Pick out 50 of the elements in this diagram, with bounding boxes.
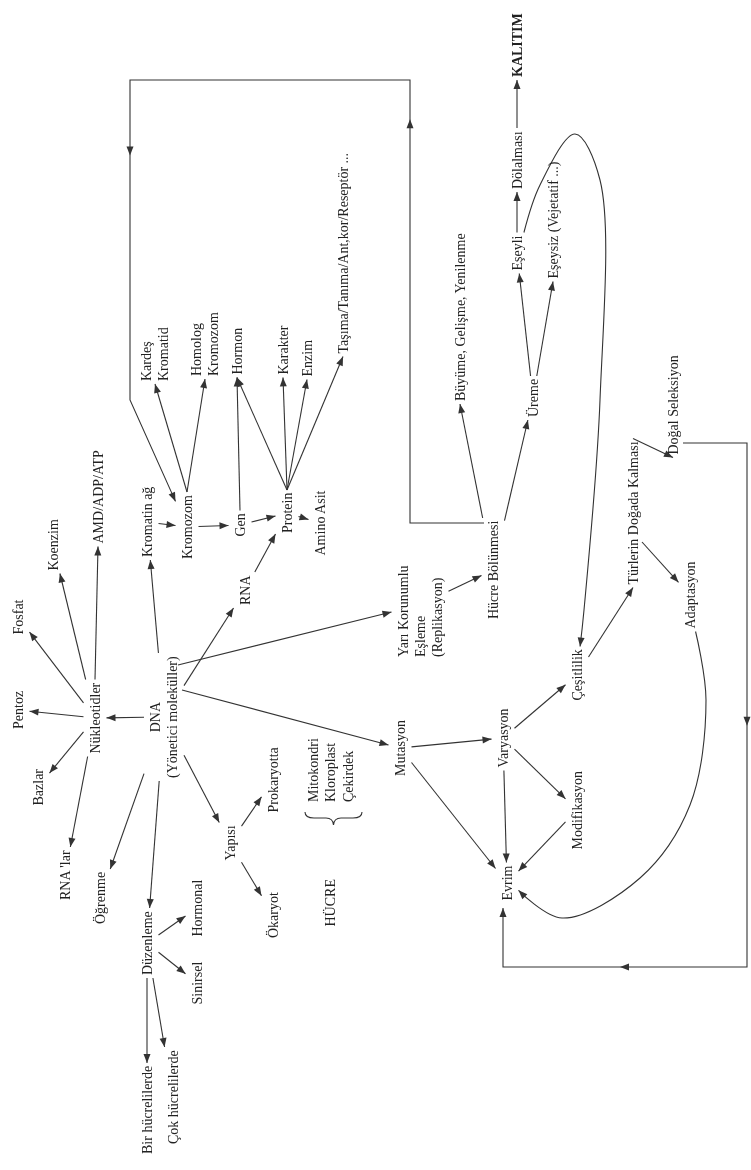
concept-label: Amino Asit: [311, 490, 329, 556]
concept-label: Doğal Seleksiyon: [664, 355, 682, 455]
concept-label: Kardeş Kromatid: [138, 319, 172, 381]
concept-label: Öğrenme: [91, 871, 109, 924]
concept-label: Hücre Bölünmesi: [484, 520, 502, 619]
concept-label: Nükleotidler: [86, 682, 104, 754]
concept-label: Pentoz: [9, 690, 27, 729]
concept-label: Bazlar: [29, 768, 47, 806]
concept-label: Kromozom: [178, 495, 196, 559]
concept-label: Üreme: [524, 378, 542, 417]
concept-label: Dölalması: [508, 131, 526, 189]
concept-label: Homolog Kromozom: [188, 304, 222, 376]
label-text: Kloroplast: [321, 742, 339, 802]
concept-label: Çok hücrelilerde: [164, 1050, 182, 1144]
concept-label: AMD/ADP/ATP: [89, 450, 107, 544]
concept-label: Adaptasyon: [681, 561, 699, 629]
concept-label: Hormonal: [188, 879, 206, 937]
concept-label: RNA 'lar: [56, 850, 74, 900]
concept-label: RNA: [236, 575, 254, 605]
concept-label: Mutasyon: [391, 720, 409, 776]
concept-label: Düzenleme: [138, 911, 156, 975]
concept-label: Taşıma/Tanıma/Ant,kor/Reseptör ...: [334, 152, 352, 354]
concept-label: Eşeyli: [508, 235, 526, 271]
concept-label: Varyasyon: [494, 708, 512, 768]
concept-label: Kromatin ağ: [138, 486, 156, 557]
concept-label: Prokaryotta: [264, 747, 282, 813]
concept-label: Karakter: [274, 325, 292, 375]
concept-label: DNA: [147, 701, 164, 735]
concept-label: Enzim: [298, 339, 316, 377]
label-text: Çekirdek: [339, 750, 357, 802]
concept-note: (Yönetici moleküller): [164, 656, 181, 778]
concept-label: Türlerin Doğada Kalması: [624, 441, 642, 585]
concept-label: Sinirsel: [188, 961, 206, 1005]
concept-label: Ökaryot: [264, 892, 282, 938]
concept-label: Protein: [278, 492, 296, 533]
label-text: Mitokondri: [304, 738, 322, 802]
concept-label: Koenzim: [44, 519, 62, 571]
concept-label: Yapısı: [221, 825, 239, 861]
label-text: HÜCRE: [321, 879, 339, 927]
concept-label: KALITIM: [508, 13, 526, 77]
concept-label: Büyüme, Gelişme, Yenilenme: [451, 233, 469, 401]
concept-label: Gen: [231, 513, 249, 537]
concept-label: Fosfat: [9, 599, 27, 635]
concept-label: Modifikasyon: [568, 770, 586, 850]
concept-label: Yarı Korunumlu Eşleme (Replikasyon): [394, 553, 446, 657]
concept-label: Eşeysiz (Vejetatif ...): [544, 161, 562, 279]
concept-label: Çeşitlilik: [568, 649, 586, 701]
concept-label: Bir hücrelilerde: [138, 1065, 156, 1154]
concept-label: Evrim: [498, 865, 516, 901]
concept-label: Hormon: [228, 327, 246, 375]
